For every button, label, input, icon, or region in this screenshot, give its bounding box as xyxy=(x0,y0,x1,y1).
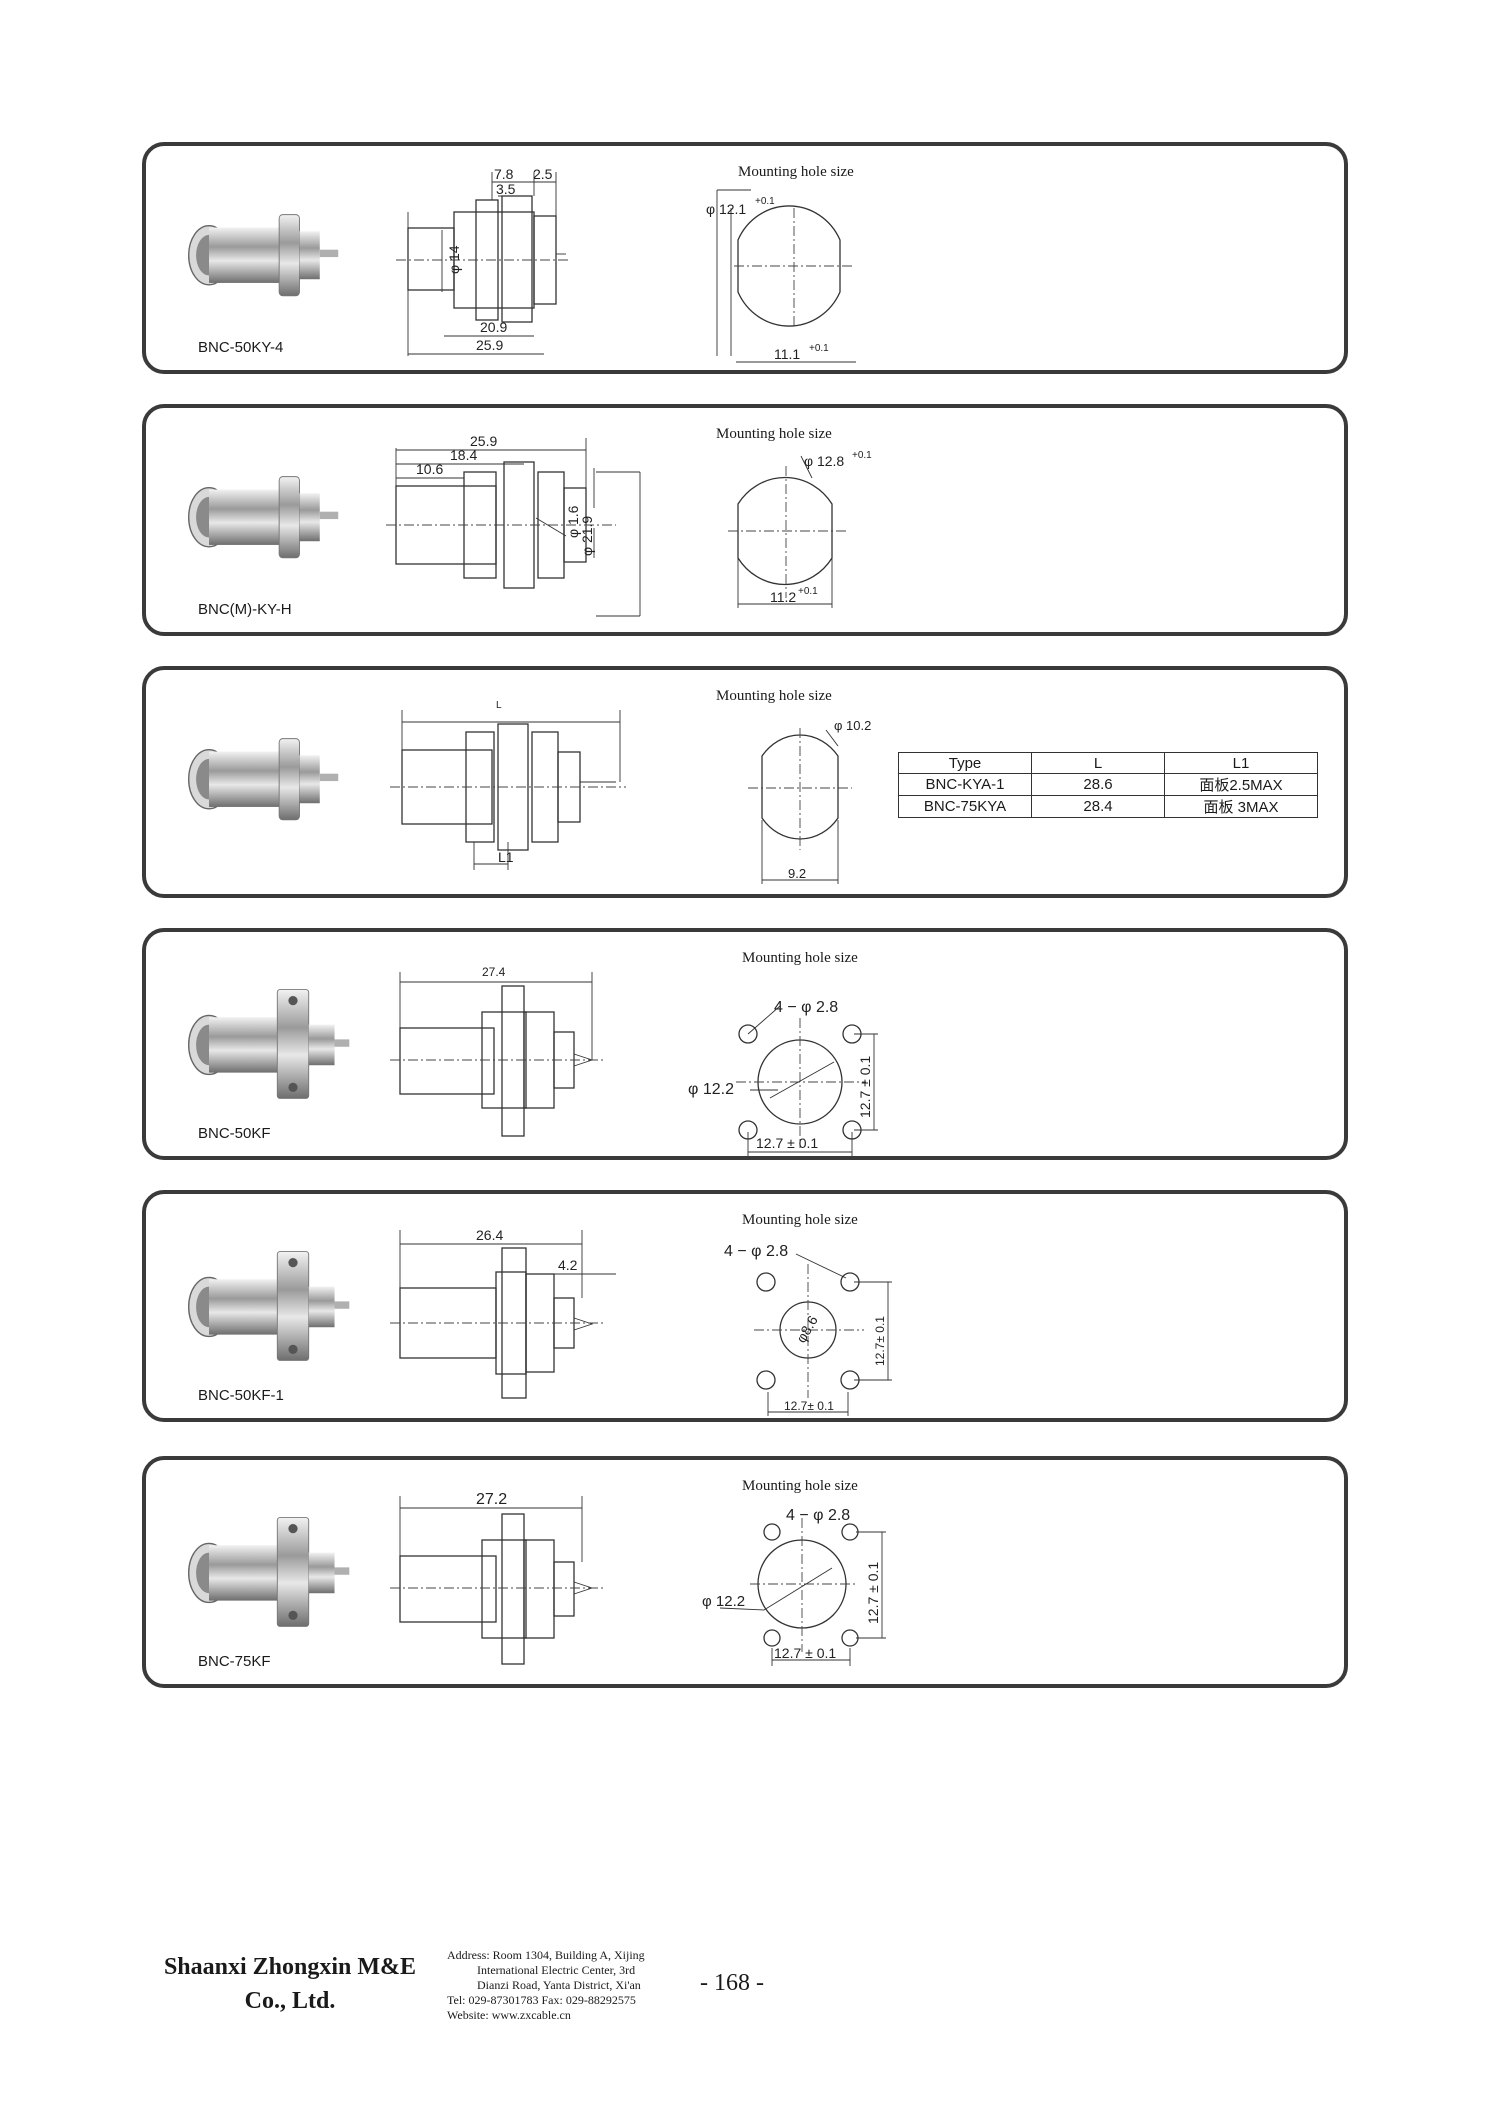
table-cell: BNC-75KYA xyxy=(898,795,1032,818)
dim-phi-21-9: φ 21.9 xyxy=(579,516,595,556)
hole-spacing-horizontal: 12.7± 0.1 xyxy=(784,1399,834,1413)
hole-pattern-label: 4 − φ 2.8 xyxy=(774,999,838,1016)
dim-26-4: 26.4 xyxy=(476,1227,503,1243)
hole-spacing-vertical: 12.7± 0.1 xyxy=(873,1316,887,1366)
dimension-drawing: 7.8 2.5 3.5 φ 14 20.9 25.9 φ 12.1 +0.1 1… xyxy=(396,166,856,363)
product-panel-bnc-50kf-1: 26.4 4.2 4 − φ 2.8 φ8.6 12.7± 0.1 12.7± … xyxy=(142,1190,1348,1422)
hole-inner-diameter: φ8.6 xyxy=(793,1313,821,1346)
model-name: BNC-50KF-1 xyxy=(198,1387,284,1404)
mounting-hole-label: Mounting hole size xyxy=(742,950,858,966)
table-header: Type xyxy=(898,752,1032,774)
hole-width: 11.2 xyxy=(770,589,796,605)
hole-diameter: φ 12.1 xyxy=(706,201,746,217)
hole-pattern-label: 4 − φ 2.8 xyxy=(786,1507,850,1524)
model-name: BNC-50KY-4 xyxy=(198,339,284,356)
dimension-drawing: 25.9 18.4 10.6 φ 1.6 φ 21.9 φ 12.8 +0.1 … xyxy=(386,433,872,617)
mounting-hole-label: Mounting hole size xyxy=(738,164,854,180)
dim-2-5: 2.5 xyxy=(533,166,553,182)
mounting-hole-label: Mounting hole size xyxy=(716,688,832,704)
table-cell: 28.6 xyxy=(1031,773,1165,796)
dim-25-9: 25.9 xyxy=(476,337,503,353)
hole-diameter: φ 12.8 xyxy=(804,453,844,469)
dim-25-9: 25.9 xyxy=(470,433,497,449)
dim-7-8: 7.8 xyxy=(494,166,514,182)
hole-spacing-horizontal: 12.7 ± 0.1 xyxy=(756,1135,818,1151)
dim-4-2: 4.2 xyxy=(558,1257,578,1273)
address-line-2: International Electric Center, 3rd xyxy=(477,1963,636,1977)
dim-L1: L1 xyxy=(498,849,514,865)
model-name: BNC-50KF xyxy=(198,1125,271,1142)
table-header: L1 xyxy=(1164,752,1318,774)
contact-phone-fax: Tel: 029-87301783 Fax: 029-88292575 xyxy=(447,1993,636,2007)
hole-width-tolerance: +0.1 xyxy=(798,586,818,597)
table-header-row: Type L L1 xyxy=(898,752,1318,774)
model-name: BNC(M)-KY-H xyxy=(198,601,292,618)
dimension-drawing: L L1 φ 10.2 9.2 xyxy=(390,700,871,884)
model-name: BNC-75KF xyxy=(198,1653,271,1670)
company-line-1: Shaanxi Zhongxin M&E xyxy=(163,1954,417,1980)
mounting-hole-label: Mounting hole size xyxy=(716,426,832,442)
product-panel-bnc-50kf: 27.4 4 − φ 2.8 φ 12.2 12.7 ± 0.1 12.7 ± … xyxy=(142,928,1348,1160)
product-panel-bnc-m-ky-h: 25.9 18.4 10.6 φ 1.6 φ 21.9 φ 12.8 +0.1 … xyxy=(142,404,1348,636)
table-row: BNC-75KYA 28.4 面板 3MAX xyxy=(898,795,1318,818)
company-line-2: Co., Ltd. xyxy=(244,1988,336,2014)
dim-L: L xyxy=(496,700,502,711)
table-header: L xyxy=(1031,752,1165,774)
address-line-1: Address: Room 1304, Building A, Xijing xyxy=(447,1948,645,1962)
hole-spacing-vertical: 12.7 ± 0.1 xyxy=(857,1056,873,1118)
page-number: - 168 - xyxy=(700,1970,764,1996)
dim-27-4: 27.4 xyxy=(482,965,506,979)
hole-width: 11.1 xyxy=(774,346,800,362)
address-line-3: Dianzi Road, Yanta District, Xi'an xyxy=(477,1978,641,1992)
table-cell: 面板2.5MAX xyxy=(1164,773,1318,796)
hole-width: 9.2 xyxy=(788,866,806,881)
table-cell: 28.4 xyxy=(1031,795,1165,818)
dim-phi-14: φ 14 xyxy=(446,245,462,274)
product-panel-bnc-kya: L L1 φ 10.2 9.2 Mounting hole size Type … xyxy=(142,666,1348,898)
table-row: BNC-KYA-1 28.6 面板2.5MAX xyxy=(898,773,1318,796)
mounting-hole-label: Mounting hole size xyxy=(742,1478,858,1494)
hole-width-tolerance: +0.1 xyxy=(809,343,829,354)
dim-3-5: 3.5 xyxy=(496,181,516,197)
product-panel-bnc-50ky-4: 7.8 2.5 3.5 φ 14 20.9 25.9 φ 12.1 +0.1 1… xyxy=(142,142,1348,374)
hole-pattern-label: 4 − φ 2.8 xyxy=(724,1243,788,1260)
mounting-hole-label: Mounting hole size xyxy=(742,1212,858,1228)
hole-spacing-horizontal: 12.7 ± 0.1 xyxy=(774,1645,836,1661)
dim-27-2: 27.2 xyxy=(476,1491,507,1508)
dim-phi-1-6: φ 1.6 xyxy=(565,505,581,538)
dimension-drawing: 27.4 4 − φ 2.8 φ 12.2 12.7 ± 0.1 12.7 ± … xyxy=(390,965,878,1156)
hole-diameter: φ 12.2 xyxy=(702,1593,745,1610)
dim-10-6: 10.6 xyxy=(416,461,443,477)
dimension-drawing: 27.2 4 − φ 2.8 φ 12.2 12.7 ± 0.1 12.7 ± … xyxy=(390,1491,886,1666)
dimension-drawing: 26.4 4.2 4 − φ 2.8 φ8.6 12.7± 0.1 12.7± … xyxy=(390,1227,892,1416)
hole-tolerance: +0.1 xyxy=(852,450,872,461)
hole-tolerance: +0.1 xyxy=(755,196,775,207)
website: Website: www.zxcable.cn xyxy=(447,2008,571,2022)
type-table: Type L L1 BNC-KYA-1 28.6 面板2.5MAX BNC-75… xyxy=(898,752,1318,818)
hole-diameter: φ 12.2 xyxy=(688,1081,734,1098)
company-name: Shaanxi Zhongxin M&E Co., Ltd. xyxy=(140,1950,440,2018)
company-address: Address: Room 1304, Building A, Xijing I… xyxy=(447,1948,687,2023)
dim-18-4: 18.4 xyxy=(450,447,477,463)
dim-20-9: 20.9 xyxy=(480,319,507,335)
product-panel-bnc-75kf: 27.2 4 − φ 2.8 φ 12.2 12.7 ± 0.1 12.7 ± … xyxy=(142,1456,1348,1688)
table-cell: 面板 3MAX xyxy=(1164,795,1318,818)
hole-diameter: φ 10.2 xyxy=(834,718,871,733)
table-cell: BNC-KYA-1 xyxy=(898,773,1032,796)
hole-spacing-vertical: 12.7 ± 0.1 xyxy=(865,1562,881,1624)
